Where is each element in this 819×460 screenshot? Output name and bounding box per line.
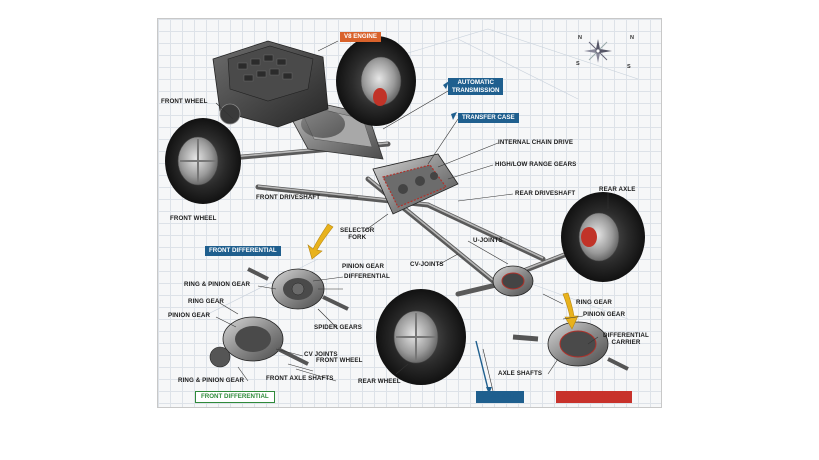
rear-axle-footer-tag: REAR AXLE (476, 391, 524, 403)
blueprint-lines (197, 28, 639, 320)
ring-gear-left-label: RING GEAR (188, 298, 224, 305)
front-driveshaft-label: FRONT DRIVESHAFT (256, 194, 321, 201)
rear-differential-exploded (512, 321, 629, 371)
high-low-range-gears-label: HIGH/LOW RANGE GEARS (495, 161, 577, 168)
arrows (307, 223, 579, 330)
leader-lines (215, 40, 609, 392)
rear-axle-top-label: REAR AXLE (599, 186, 636, 193)
rear-differential-unit (492, 265, 534, 297)
selector-fork-line-1: SELECTOR (340, 227, 375, 234)
wheel-front-left (165, 118, 241, 204)
compass-s-left: S (576, 61, 580, 67)
front-differential-head-tag: FRONT DIFFERENTIAL (205, 246, 281, 256)
axle-shafts-label: AXLE SHAFTS (498, 370, 543, 377)
differential-carrier-label: DIFFERENTIAL CARRIER (603, 332, 649, 346)
cv-joints-mid-label: CV-JOINTS (410, 261, 444, 268)
differential-label: DIFFERENTIAL (344, 273, 390, 280)
v8-engine (212, 40, 329, 128)
front-wheel-left-label: FRONT WHEEL (170, 215, 217, 222)
cv-joints-low-label: CV JOINTS (304, 351, 338, 358)
wheel-rear-right (561, 192, 645, 282)
front-axle-shafts-label: FRONT AXLE SHAFTS (266, 375, 334, 382)
pinion-gear-right-label: PINION GEAR (583, 311, 626, 318)
differential-carrier-line-1: DIFFERENTIAL (603, 332, 649, 339)
rear-wheel-label: REAR WHEEL (358, 378, 401, 385)
pinion-gear-left-label: PINION GEAR (168, 312, 211, 319)
spider-gears-label: SPIDER GEARS (314, 324, 362, 331)
compass-s-right: S (627, 64, 631, 70)
rear-driveshaft-label: REAR DRIVESHAFT (515, 190, 576, 197)
pinion-gear-top-label: PINION GEAR (342, 263, 385, 270)
ring-gear-right-label: RING GEAR (576, 299, 612, 306)
front-wheel-low-label: FRONT WHEEL (316, 357, 363, 364)
wheel-rear-bottom (376, 289, 466, 385)
ring-pinion-gear-top-label: RING & PINION GEAR (184, 281, 251, 288)
compass-icon (584, 39, 612, 63)
front-differential-exploded-lower (209, 316, 309, 368)
ring-pinion-gear-low-label: RING & PINION GEAR (178, 377, 245, 384)
wheel-front-top (336, 36, 416, 126)
v8-engine-tag: V8 ENGINE (340, 32, 382, 42)
front-differential-footer-tag: FRONT DIFFERENTIAL (195, 391, 275, 403)
compass-n-left: N (578, 35, 582, 41)
automatic-transmission-tag: AUTOMATIC TRANSMISSION (448, 78, 504, 95)
front-wheel-top-label: FRONT WHEEL (161, 98, 208, 105)
u-joints-label: U-JOINTS (473, 237, 503, 244)
drivetrain-illustration (165, 28, 645, 394)
automatic-transmission-line-2: TRANSMISSION (452, 86, 500, 94)
drivetrain-diagram: N N S S V8 ENGINE AUTOMATIC TRANSMISSION… (157, 18, 662, 408)
front-differential-exploded-upper (247, 267, 349, 311)
differential-carrier-line-2: CARRIER (611, 339, 641, 346)
transfer-case (372, 153, 459, 215)
rear-differential-footer-tag: REAR DIFFERENTIAL (556, 391, 632, 403)
compass-n-right: N (630, 35, 634, 41)
selector-fork-line-2: FORK (348, 234, 367, 241)
selector-fork-label: SELECTOR FORK (340, 227, 374, 241)
internal-chain-drive-label: INTERNAL CHAIN DRIVE (498, 139, 574, 146)
transfer-case-tag: TRANSFER CASE (458, 113, 519, 123)
automatic-transmission-line-1: AUTOMATIC (457, 79, 494, 86)
